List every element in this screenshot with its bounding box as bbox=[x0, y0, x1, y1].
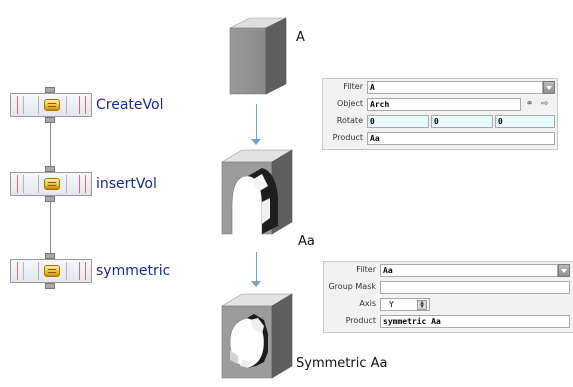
arrow-head-icon bbox=[251, 139, 261, 145]
gear-hub-icon bbox=[44, 265, 60, 277]
shape-label-symmetric-aa: Symmetric Aa bbox=[296, 356, 388, 371]
symmetric-properties-panel: Filter Aa Group Mask Axis Y ▲▼ Product s… bbox=[323, 261, 573, 333]
product-label: Product bbox=[345, 316, 376, 325]
node-label-createvol: CreateVol bbox=[96, 97, 164, 113]
group-mask-row: Group Mask bbox=[324, 279, 573, 295]
object-label: Object bbox=[336, 99, 363, 108]
axis-value: Y bbox=[389, 300, 394, 309]
axis-select[interactable]: Y ▲▼ bbox=[380, 298, 430, 311]
arrow-pick-icon[interactable]: ⇨ bbox=[540, 99, 549, 109]
rotate-z-field[interactable]: 0 bbox=[495, 115, 555, 128]
output-port[interactable] bbox=[45, 283, 55, 289]
arch-shape-aa bbox=[220, 149, 294, 235]
object-row: Object Arch ⚭ ⇨ bbox=[323, 96, 557, 112]
group-mask-field[interactable] bbox=[380, 281, 570, 294]
input-port[interactable] bbox=[45, 87, 55, 93]
filter-select[interactable]: Aa bbox=[380, 264, 558, 277]
chevron-down-icon[interactable] bbox=[558, 264, 570, 277]
node-createvol[interactable] bbox=[10, 93, 92, 117]
rotate-y-field[interactable]: 0 bbox=[431, 115, 493, 128]
rotate-label: Rotate bbox=[336, 116, 363, 125]
node-insertvol[interactable] bbox=[10, 172, 92, 196]
chevron-down-icon[interactable] bbox=[543, 81, 555, 94]
box-shape-a bbox=[229, 17, 287, 95]
node-label-symmetric: symmetric bbox=[96, 263, 171, 279]
rotate-row: Rotate 0 0 0 bbox=[323, 113, 557, 129]
node-symmetric[interactable] bbox=[10, 259, 92, 283]
filter-label: Filter bbox=[356, 265, 376, 274]
input-port[interactable] bbox=[45, 166, 55, 172]
up-down-spinner-icon[interactable]: ▲▼ bbox=[417, 300, 427, 310]
gear-hub-icon bbox=[44, 99, 60, 111]
rotate-x-field[interactable]: 0 bbox=[367, 115, 429, 128]
shape-label-aa: Aa bbox=[298, 234, 315, 249]
arrow-head-icon bbox=[251, 281, 261, 287]
node-label-insertvol: insertVol bbox=[96, 176, 157, 192]
connection-line bbox=[50, 196, 51, 258]
ring-shape-symmetric-aa bbox=[220, 293, 294, 379]
flow-arrow bbox=[256, 252, 257, 282]
output-port[interactable] bbox=[45, 196, 55, 202]
product-field[interactable]: symmetric Aa bbox=[380, 315, 570, 328]
connection-line bbox=[50, 118, 51, 172]
axis-label: Axis bbox=[359, 299, 376, 308]
flow-arrow bbox=[256, 104, 257, 140]
filter-row: Filter Aa bbox=[324, 262, 573, 278]
insert-properties-panel: Filter A Object Arch ⚭ ⇨ Rotate 0 0 0 Pr… bbox=[322, 78, 558, 150]
chain-link-icon[interactable]: ⚭ bbox=[525, 99, 534, 109]
gear-hub-icon bbox=[44, 178, 60, 190]
output-port[interactable] bbox=[45, 117, 55, 123]
product-label: Product bbox=[332, 133, 363, 142]
product-row: Product symmetric Aa bbox=[324, 313, 573, 329]
group-mask-label: Group Mask bbox=[328, 282, 376, 291]
axis-row: Axis Y ▲▼ bbox=[324, 296, 573, 312]
object-field[interactable]: Arch bbox=[367, 98, 521, 111]
product-row: Product Aa bbox=[323, 130, 557, 146]
filter-select[interactable]: A bbox=[367, 81, 543, 94]
input-port[interactable] bbox=[45, 253, 55, 259]
filter-row: Filter A bbox=[323, 79, 557, 95]
product-field[interactable]: Aa bbox=[367, 132, 555, 145]
filter-label: Filter bbox=[343, 82, 363, 91]
shape-label-a: A bbox=[296, 30, 305, 45]
